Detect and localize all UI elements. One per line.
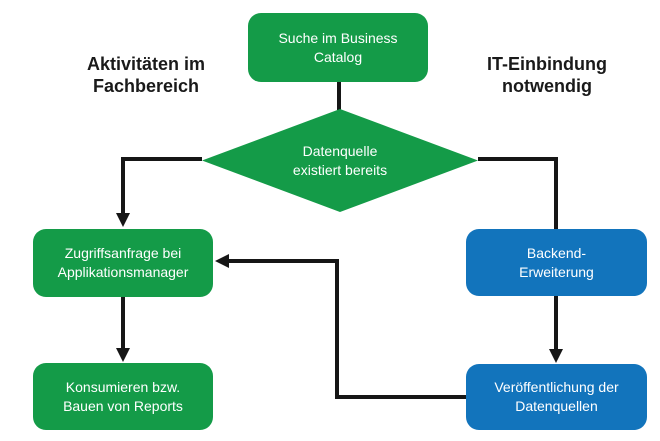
arrowhead-into-access-request-right — [215, 254, 229, 268]
connector-decision-to-access-request — [121, 157, 202, 213]
arrowhead-into-consume-top — [116, 348, 130, 362]
arrowhead-into-access-request-top — [116, 213, 130, 227]
node-publish-datasources: Veröffentlichung der Datenquellen — [466, 364, 647, 430]
column-label-business-department: Aktivitäten im Fachbereich — [86, 54, 206, 96]
connector-publish-to-access-request — [229, 259, 466, 399]
node-backend-extension: Backend- Erweiterung — [466, 229, 647, 296]
arrowhead-into-publish-top — [549, 349, 563, 363]
node-search-business-catalog: Suche im Business Catalog — [248, 13, 428, 82]
connector-decision-to-backend — [478, 157, 558, 231]
column-label-it-involvement: IT-Einbindung notwendig — [487, 54, 607, 96]
node-consume-build-reports: Konsumieren bzw. Bauen von Reports — [33, 363, 213, 430]
node-access-request: Zugriffsanfrage bei Applikationsmanager — [33, 229, 213, 297]
